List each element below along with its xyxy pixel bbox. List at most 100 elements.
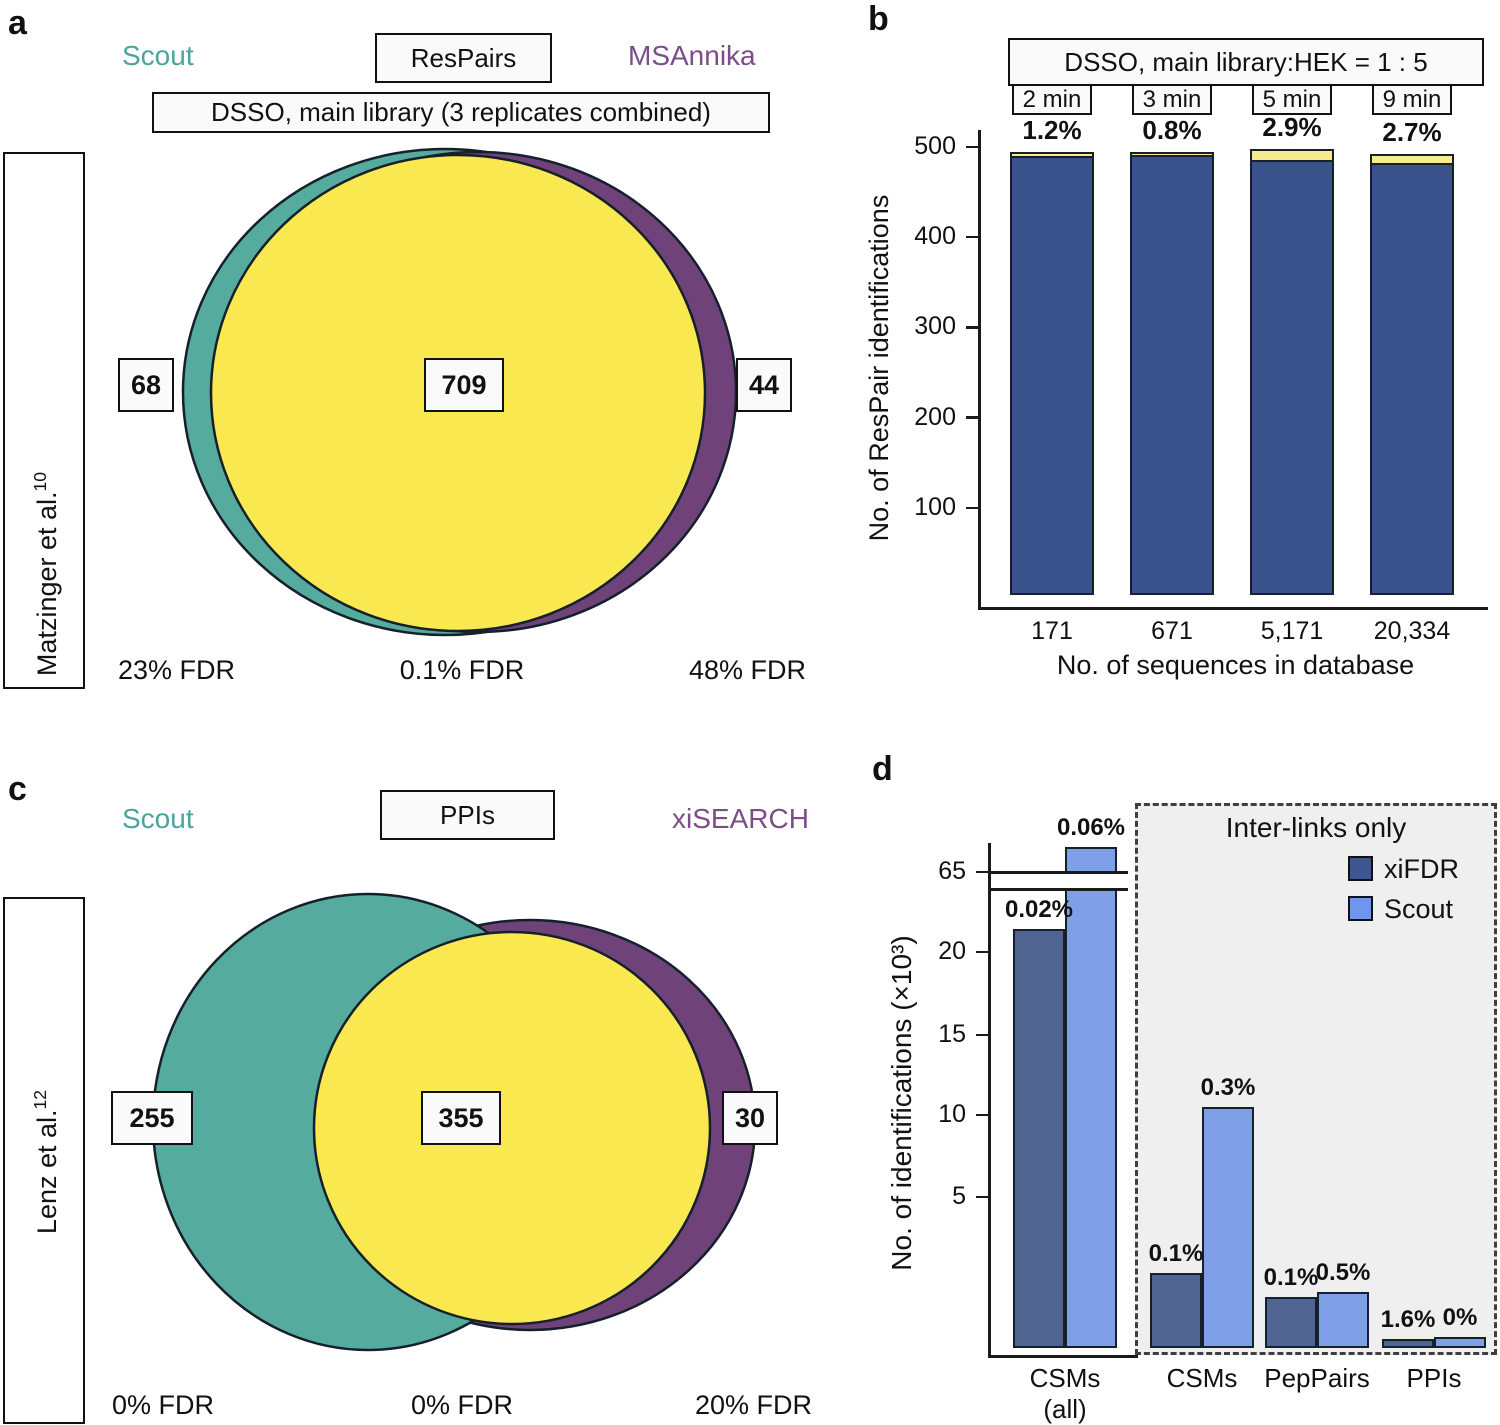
legend-xifdr-label: xiFDR (1384, 854, 1459, 884)
venn-c-mid-fdr: 0% FDR (410, 1390, 513, 1420)
panel-d-category-label: CSMs (1166, 1363, 1238, 1393)
panel-a-sidebar-box: Matzinger et al.10 (3, 152, 85, 689)
panel-b-tick-mark (966, 416, 978, 419)
panel-d-tick-mark (976, 1113, 988, 1117)
panel-b-percent-label: 2.9% (1262, 112, 1322, 143)
panel-d-tick-mark (976, 870, 988, 874)
panel-d-tick-mark (976, 1033, 988, 1037)
panel-b-time-box: 3 min (1132, 84, 1212, 115)
panel-b-category-label: 20,334 (1373, 617, 1451, 645)
panel-a-condition-label: DSSO, main library (3 replicates combine… (211, 97, 711, 127)
panel-b-y-axis-title: No. of ResPair identifications (864, 194, 894, 542)
panel-b-tick-mark (966, 506, 978, 509)
panel-d-percent-label: 0.06% (1056, 813, 1126, 841)
legend-xifdr-swatch (1348, 856, 1373, 881)
panel-b-target-bar (1250, 159, 1334, 595)
panel-b-tick-mark (966, 145, 978, 148)
panel-d-x-axis-line (988, 1355, 1138, 1358)
panel-d-xifdr-bar (1013, 929, 1065, 1348)
panel-d-tick-label: 10 (938, 1100, 966, 1128)
panel-a-letter: a (8, 4, 27, 42)
panel-a-metric-label: ResPairs (410, 42, 517, 73)
panel-b-condition-box: DSSO, main library:HEK = 1 : 5 (1008, 38, 1484, 86)
panel-d-xifdr-bar (1382, 1338, 1434, 1348)
panel-c-scout-label: Scout (122, 803, 194, 834)
panel-d-percent-label: 0.3% (1200, 1074, 1256, 1101)
panel-b-percent-label: 0.8% (1142, 115, 1202, 146)
panel-a-condition-box: DSSO, main library (3 replicates combine… (152, 92, 770, 133)
panel-d-scout-bar (1317, 1292, 1369, 1348)
panel-d-percent-label: 0.1% (1263, 1263, 1319, 1291)
panel-b-target-bar (1010, 156, 1094, 595)
panel-d-letter: d (872, 750, 893, 788)
venn-a-right-fdr: 48% FDR (688, 655, 806, 685)
panel-b-target-bar (1130, 155, 1214, 595)
panel-c-sidebar-box: Lenz et al.12 (3, 897, 85, 1424)
panel-d-percent-label: 0% (1442, 1304, 1478, 1332)
panel-d-percent-label: 1.6% (1380, 1305, 1436, 1333)
panel-d-scout-bar (1434, 1337, 1486, 1348)
panel-c-sidebar-text: Lenz et al.12 (30, 1089, 62, 1235)
panel-d-percent-label: 0.5% (1315, 1259, 1371, 1287)
panel-d-y-axis-line (988, 843, 991, 1357)
panel-d-axis-break-line-top (991, 871, 1128, 874)
panel-d-category-label: PepPairs (1264, 1363, 1370, 1393)
venn-a-mid-fdr: 0.1% FDR (399, 655, 525, 685)
venn-a-left-fdr: 23% FDR (118, 655, 236, 685)
panel-b-tick-label: 100 (914, 492, 956, 521)
venn-c-right-fdr: 20% FDR (694, 1390, 812, 1420)
panel-b-decoy-bar (1130, 152, 1214, 158)
panel-d-tick-label: 5 (952, 1182, 966, 1210)
panel-d-tick-label: 65 (938, 857, 966, 885)
legend-scout-label: Scout (1384, 894, 1454, 924)
panel-a-metric-box: ResPairs (375, 33, 552, 83)
panel-b-tick-label: 500 (914, 131, 956, 160)
panel-d-tick-mark (976, 950, 988, 954)
panel-b-decoy-bar (1250, 149, 1334, 162)
panel-b-tick-mark (966, 235, 978, 239)
panel-b-time-box: 2 min (1012, 84, 1092, 115)
panel-b-y-axis-line (978, 130, 981, 609)
panel-b-tick-label: 300 (914, 312, 956, 341)
panel-b-tick-label: 200 (914, 402, 956, 431)
panel-d-tick-label: 20 (938, 937, 966, 965)
venn-a-right-count: 44 (736, 358, 792, 412)
panel-d-category-label: CSMs (1029, 1363, 1101, 1393)
panel-b-tick-mark (966, 326, 978, 329)
panel-d-percent-label: 0.02% (1004, 896, 1074, 924)
panel-d-percent-label: 0.1% (1148, 1239, 1204, 1267)
panel-b-x-axis-title: No. of sequences in database (1056, 650, 1415, 680)
panel-b-category-label: 5,171 (1260, 617, 1324, 645)
venn-c-right-count: 30 (722, 1091, 778, 1145)
panel-c-metric-label: PPIs (440, 799, 495, 830)
panel-d-scout-bar (1202, 1107, 1254, 1348)
panel-b-time-box: 9 min (1372, 84, 1452, 115)
panel-b-tick-label: 400 (914, 222, 956, 250)
venn-c-left-fdr: 0% FDR (112, 1390, 215, 1420)
panel-a-msannika-label: MSAnnika (628, 40, 756, 71)
inter-links-inset-box (1135, 803, 1497, 1355)
panel-d-axis-break-gap (991, 874, 1128, 888)
panel-b-percent-label: 2.7% (1382, 116, 1442, 147)
panel-c-xisearch-label: xiSEARCH (672, 803, 809, 834)
panel-d-tick-mark (976, 1195, 988, 1199)
panel-d-category-label: PPIs (1406, 1363, 1462, 1393)
panel-b-category-label: 671 (1151, 617, 1193, 645)
panel-d-axis-break-line-bottom (991, 888, 1128, 891)
venn-c-intersection-count: 355 (421, 1091, 501, 1145)
panel-d-scout-bar (1065, 846, 1117, 1348)
panel-d-category-label: (all) (1043, 1394, 1087, 1424)
panel-b-target-bar (1370, 163, 1454, 595)
panel-c-metric-box: PPIs (380, 790, 555, 840)
panel-d-xifdr-bar (1265, 1296, 1317, 1348)
panel-b-x-axis-line (978, 607, 1488, 610)
panel-b-time-box: 5 min (1252, 84, 1332, 115)
venn-a-left-count: 68 (118, 358, 174, 412)
panel-c-venn (151, 892, 757, 1352)
inter-links-inset-title: Inter-links only (1225, 812, 1407, 843)
panel-b-condition-label: DSSO, main library:HEK = 1 : 5 (1064, 46, 1428, 77)
panel-a-sidebar-text: Matzinger et al.10 (30, 471, 62, 677)
legend-scout-swatch (1348, 896, 1373, 921)
venn-c-left-count: 255 (111, 1091, 193, 1145)
